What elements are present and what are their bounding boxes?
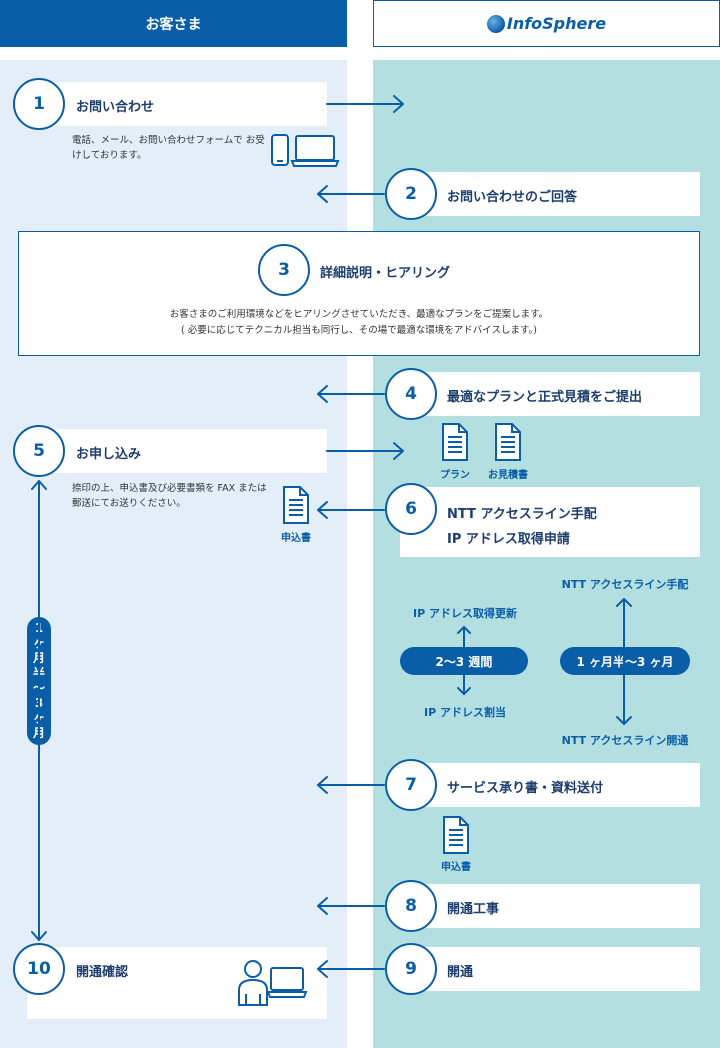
step-1-title: お問い合わせ [76,100,155,115]
application-label: 申込書 [281,533,311,544]
step-10-number: 10 [13,943,65,995]
application-label-2: 申込書 [441,862,471,873]
step-3-desc-2: ( 必要に応じてテクニカル担当も同行し、その場で最適な環境をアドバイスします。) [181,325,537,336]
ntt-months-pill: 1 ヶ月半〜3 ヶ月 [560,647,690,675]
plan-label: プラン [440,470,470,481]
ip-weeks-pill: 2〜3 週間 [400,647,528,675]
step-6-title-2: IP アドレス取得申請 [447,532,570,547]
step-2-title: お問い合わせのご回答 [447,190,578,205]
step-9-box [400,947,700,991]
step-6-title-1: NTT アクセスライン手配 [447,507,597,522]
customer-header-label: お客さま [145,16,202,33]
ip-assign-label: IP アドレス割当 [424,706,506,719]
person-computer-icon [238,960,308,1006]
step-3-box [18,231,700,356]
step-3-desc-1: お客さまのご利用環境などをヒアリングさせていただき、最適なプランをご提案します。 [169,309,549,320]
step-5-box [27,429,327,473]
step-8-number: 8 [385,880,437,932]
estimate-label: お見積書 [488,470,528,481]
step-5-desc: 捺印の上、申込書及び必要書類を FAX または郵送にてお送りください。 [72,483,267,509]
step-3-title: 詳細説明・ヒアリング [320,266,451,281]
step-5-title: お申し込み [76,447,142,462]
step-4-box [400,372,700,416]
step-1-box [27,82,327,126]
step-10-title: 開通確認 [76,965,129,980]
step-6-number: 6 [385,483,437,535]
customer-header: お客さま [0,0,347,47]
step-2-number: 2 [385,168,437,220]
step-4-title: 最適なプランと正式見積をご提出 [447,390,643,405]
step-7-number: 7 [385,759,437,811]
step-1-number: 1 [13,78,65,130]
customer-period-pill: 1 ヶ 月 半 〜 3 ヶ 月 [27,617,51,745]
estimate-document-icon [495,423,521,461]
step-9-title: 開通 [447,965,474,980]
step-7-box [400,763,700,807]
application-document-icon-2 [443,816,469,854]
ntt-arrange-label: NTT アクセスライン手配 [561,578,689,591]
step-1-desc: 電話、メール、お問い合わせフォームで お受けしております。 [72,135,265,161]
ntt-open-label: NTT アクセスライン開通 [561,734,689,747]
step-3-number: 3 [258,244,310,296]
plan-document-icon [442,423,468,461]
phone-laptop-icon [271,134,340,167]
step-8-box [400,884,700,928]
company-header: InfoSphere [373,0,720,47]
step-6-box [400,487,700,557]
infosphere-logo: InfoSphere [486,14,606,33]
step-9-number: 9 [385,943,437,995]
step-4-number: 4 [385,368,437,420]
customer-column [0,60,347,1048]
step-8-title: 開通工事 [447,902,500,917]
globe-icon [486,14,505,33]
step-5-number: 5 [13,425,65,477]
step-2-box [400,172,700,216]
step-7-title: サービス承り書・資料送付 [447,781,604,796]
ip-update-label: IP アドレス取得更新 [413,607,517,620]
application-document-icon [283,486,309,524]
